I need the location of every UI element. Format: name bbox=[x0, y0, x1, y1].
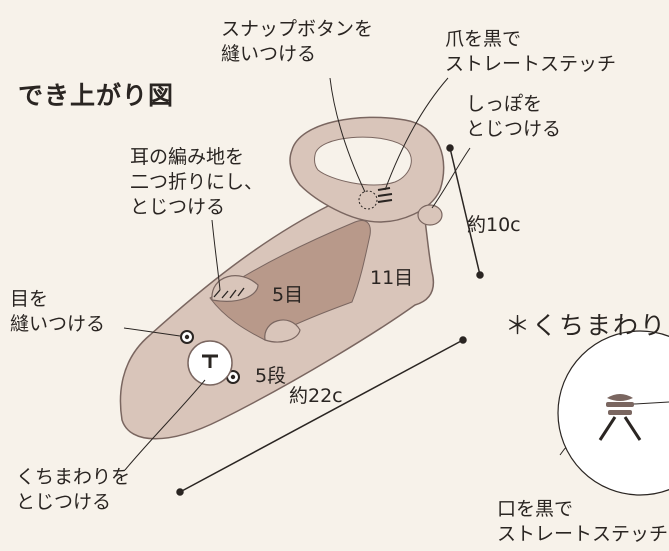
heel-ring-hole bbox=[313, 136, 412, 186]
mouth-label: くちまわりを とじつける bbox=[16, 466, 131, 513]
stitches-11-label: 11目 bbox=[370, 267, 414, 289]
dimension-lines bbox=[176, 144, 484, 496]
claws-label: 爪を黒で ストレートステッチ bbox=[445, 28, 617, 75]
mouth-stitch-label: 口を黒で ストレートステッチ bbox=[497, 498, 669, 545]
inset-mouth-icon bbox=[598, 394, 669, 441]
eye-right-pupil bbox=[230, 374, 236, 380]
snap-button-label: スナップボタンを 縫いつける bbox=[221, 18, 374, 65]
rows-5-label: 5段 bbox=[255, 365, 287, 387]
ear-right bbox=[264, 319, 301, 343]
slipper-opening bbox=[209, 220, 371, 341]
length-dimension: 約22c bbox=[289, 385, 343, 407]
snap-button bbox=[358, 190, 378, 210]
page-title: でき上がり図 bbox=[18, 81, 175, 110]
eyes-label: 目を 縫いつける bbox=[10, 288, 106, 335]
ear-stitches bbox=[213, 287, 245, 299]
height-dimension: 約10c bbox=[467, 214, 521, 236]
ear-left bbox=[211, 275, 259, 302]
ears-label: 耳の編み地を 二つ折りにし、 とじつける bbox=[130, 146, 264, 218]
claw-stitches bbox=[377, 187, 393, 203]
eye-left-pupil bbox=[184, 334, 190, 340]
tail bbox=[417, 204, 443, 226]
inset-title: ＊くちまわり bbox=[505, 311, 668, 340]
stitches-5-label: 5目 bbox=[272, 284, 304, 306]
mouth-stitch-icon bbox=[202, 354, 218, 368]
tail-label: しっぽを とじつける bbox=[466, 93, 562, 140]
